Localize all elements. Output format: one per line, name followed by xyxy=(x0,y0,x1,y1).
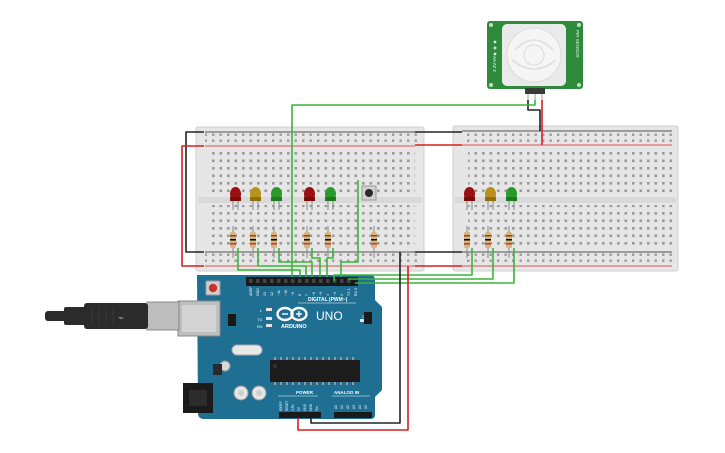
pin-label: 3.3V xyxy=(291,404,295,411)
resistor[interactable] xyxy=(304,226,310,258)
pin-label: A1 xyxy=(340,405,344,409)
pin-label: TX 1 xyxy=(347,288,351,296)
led-yellow-2[interactable] xyxy=(485,187,496,210)
analog-pin-labels: A0 A1 A2 A3 A4 A5 xyxy=(334,405,368,409)
resistor[interactable] xyxy=(464,226,470,258)
resistor[interactable] xyxy=(506,226,512,258)
l-label: L xyxy=(260,308,263,313)
digital-pin-labels: AREF GND 13 12 ~11 ~10 ~9 8 7 ~6 ~5 4 ~3… xyxy=(249,286,358,296)
sensor-right-text: PIR SENSOR xyxy=(575,30,580,59)
led-green-2[interactable] xyxy=(325,187,336,210)
pin-label: 12 xyxy=(270,292,274,296)
resistor[interactable] xyxy=(271,226,277,258)
arduino-logo xyxy=(276,306,308,322)
resistor[interactable] xyxy=(371,226,377,258)
wire-led[interactable] xyxy=(348,248,494,280)
resistor[interactable] xyxy=(230,226,236,258)
led-red-3[interactable] xyxy=(464,187,475,210)
pin-label: ~6 xyxy=(312,292,316,296)
pin-label: A0 xyxy=(334,405,338,409)
pin-label: RX 0 xyxy=(354,288,358,296)
pin-label: A4 xyxy=(358,405,362,409)
pin-label: 5V xyxy=(297,406,301,411)
pin-label: ~5 xyxy=(319,292,323,296)
wire-sensor-signal[interactable] xyxy=(291,100,536,277)
led-red-1[interactable] xyxy=(230,187,241,210)
reset-button[interactable] xyxy=(205,280,221,296)
power-pin-labels: IOREF RESET 3.3V 5V GND GND Vin xyxy=(279,400,319,411)
wire-gnd[interactable] xyxy=(310,252,401,424)
pin-label: GND xyxy=(309,403,313,411)
usb-icon: ⌁ xyxy=(118,313,124,324)
resistor[interactable] xyxy=(325,226,331,258)
wire-led[interactable] xyxy=(333,248,473,281)
wire-rail-red-left[interactable] xyxy=(181,145,204,267)
analog-label: ANALOG IN xyxy=(334,390,359,395)
led-green-1[interactable] xyxy=(271,187,282,210)
pin-label: A2 xyxy=(346,405,350,409)
led-red-2[interactable] xyxy=(304,187,315,210)
wire-led[interactable] xyxy=(237,248,301,277)
pin-label: ~3 xyxy=(333,292,337,296)
power-label: POWER xyxy=(296,390,314,395)
rx-label: RX xyxy=(257,324,263,329)
arduino-uno-board[interactable]: AREF GND 13 12 ~11 ~10 ~9 8 7 ~6 ~5 4 ~3… xyxy=(183,275,382,419)
pin-label: AREF xyxy=(249,286,253,296)
pin-label: A3 xyxy=(352,405,356,409)
breadboard-right xyxy=(452,125,679,272)
digital-header-pins xyxy=(249,279,351,283)
tx-label: TX xyxy=(257,317,262,322)
pin-label: ~10 xyxy=(284,290,288,296)
pin-label: GND xyxy=(256,288,260,296)
wire-5v[interactable] xyxy=(297,266,409,431)
pin-label: GND xyxy=(303,403,307,411)
resistor[interactable] xyxy=(485,226,491,258)
resistors xyxy=(230,226,512,258)
push-button[interactable] xyxy=(361,185,377,201)
led-yellow-1[interactable] xyxy=(250,187,261,210)
pin-label: ~11 xyxy=(277,290,281,296)
wire-rail-black-left[interactable] xyxy=(185,131,204,253)
pin-label: Vin xyxy=(315,406,319,411)
pin-label: 4 xyxy=(326,294,330,296)
pir-sensor[interactable]: 3.3V-5V PIR SENSOR xyxy=(487,21,583,100)
pin-label: 2 xyxy=(340,294,344,296)
pin-label: RESET xyxy=(285,400,289,411)
arduino-logo-text: ARDUINO xyxy=(281,324,307,330)
usb-cable[interactable]: ⌁ xyxy=(45,300,221,337)
pin-label: ~9 xyxy=(291,292,295,296)
pin-label: 13 xyxy=(263,292,267,296)
uno-model-text: UNO xyxy=(316,309,343,323)
pin-label: 8 xyxy=(298,294,302,296)
pin-label: 7 xyxy=(305,294,309,296)
pin-label: A5 xyxy=(364,405,368,409)
wire-led[interactable] xyxy=(278,248,313,277)
wire-led[interactable] xyxy=(257,248,307,277)
wire-button[interactable] xyxy=(340,180,359,277)
digital-header-label: DIGITAL (PWM~) xyxy=(308,297,348,303)
sensor-left-text: 3.3V-5V xyxy=(492,56,497,72)
pin-label: IOREF xyxy=(279,401,283,411)
wire-led[interactable] xyxy=(311,248,321,277)
resistor[interactable] xyxy=(250,226,256,258)
wires xyxy=(181,100,543,431)
led-green-3[interactable] xyxy=(506,187,517,210)
wire-led[interactable] xyxy=(326,248,334,277)
